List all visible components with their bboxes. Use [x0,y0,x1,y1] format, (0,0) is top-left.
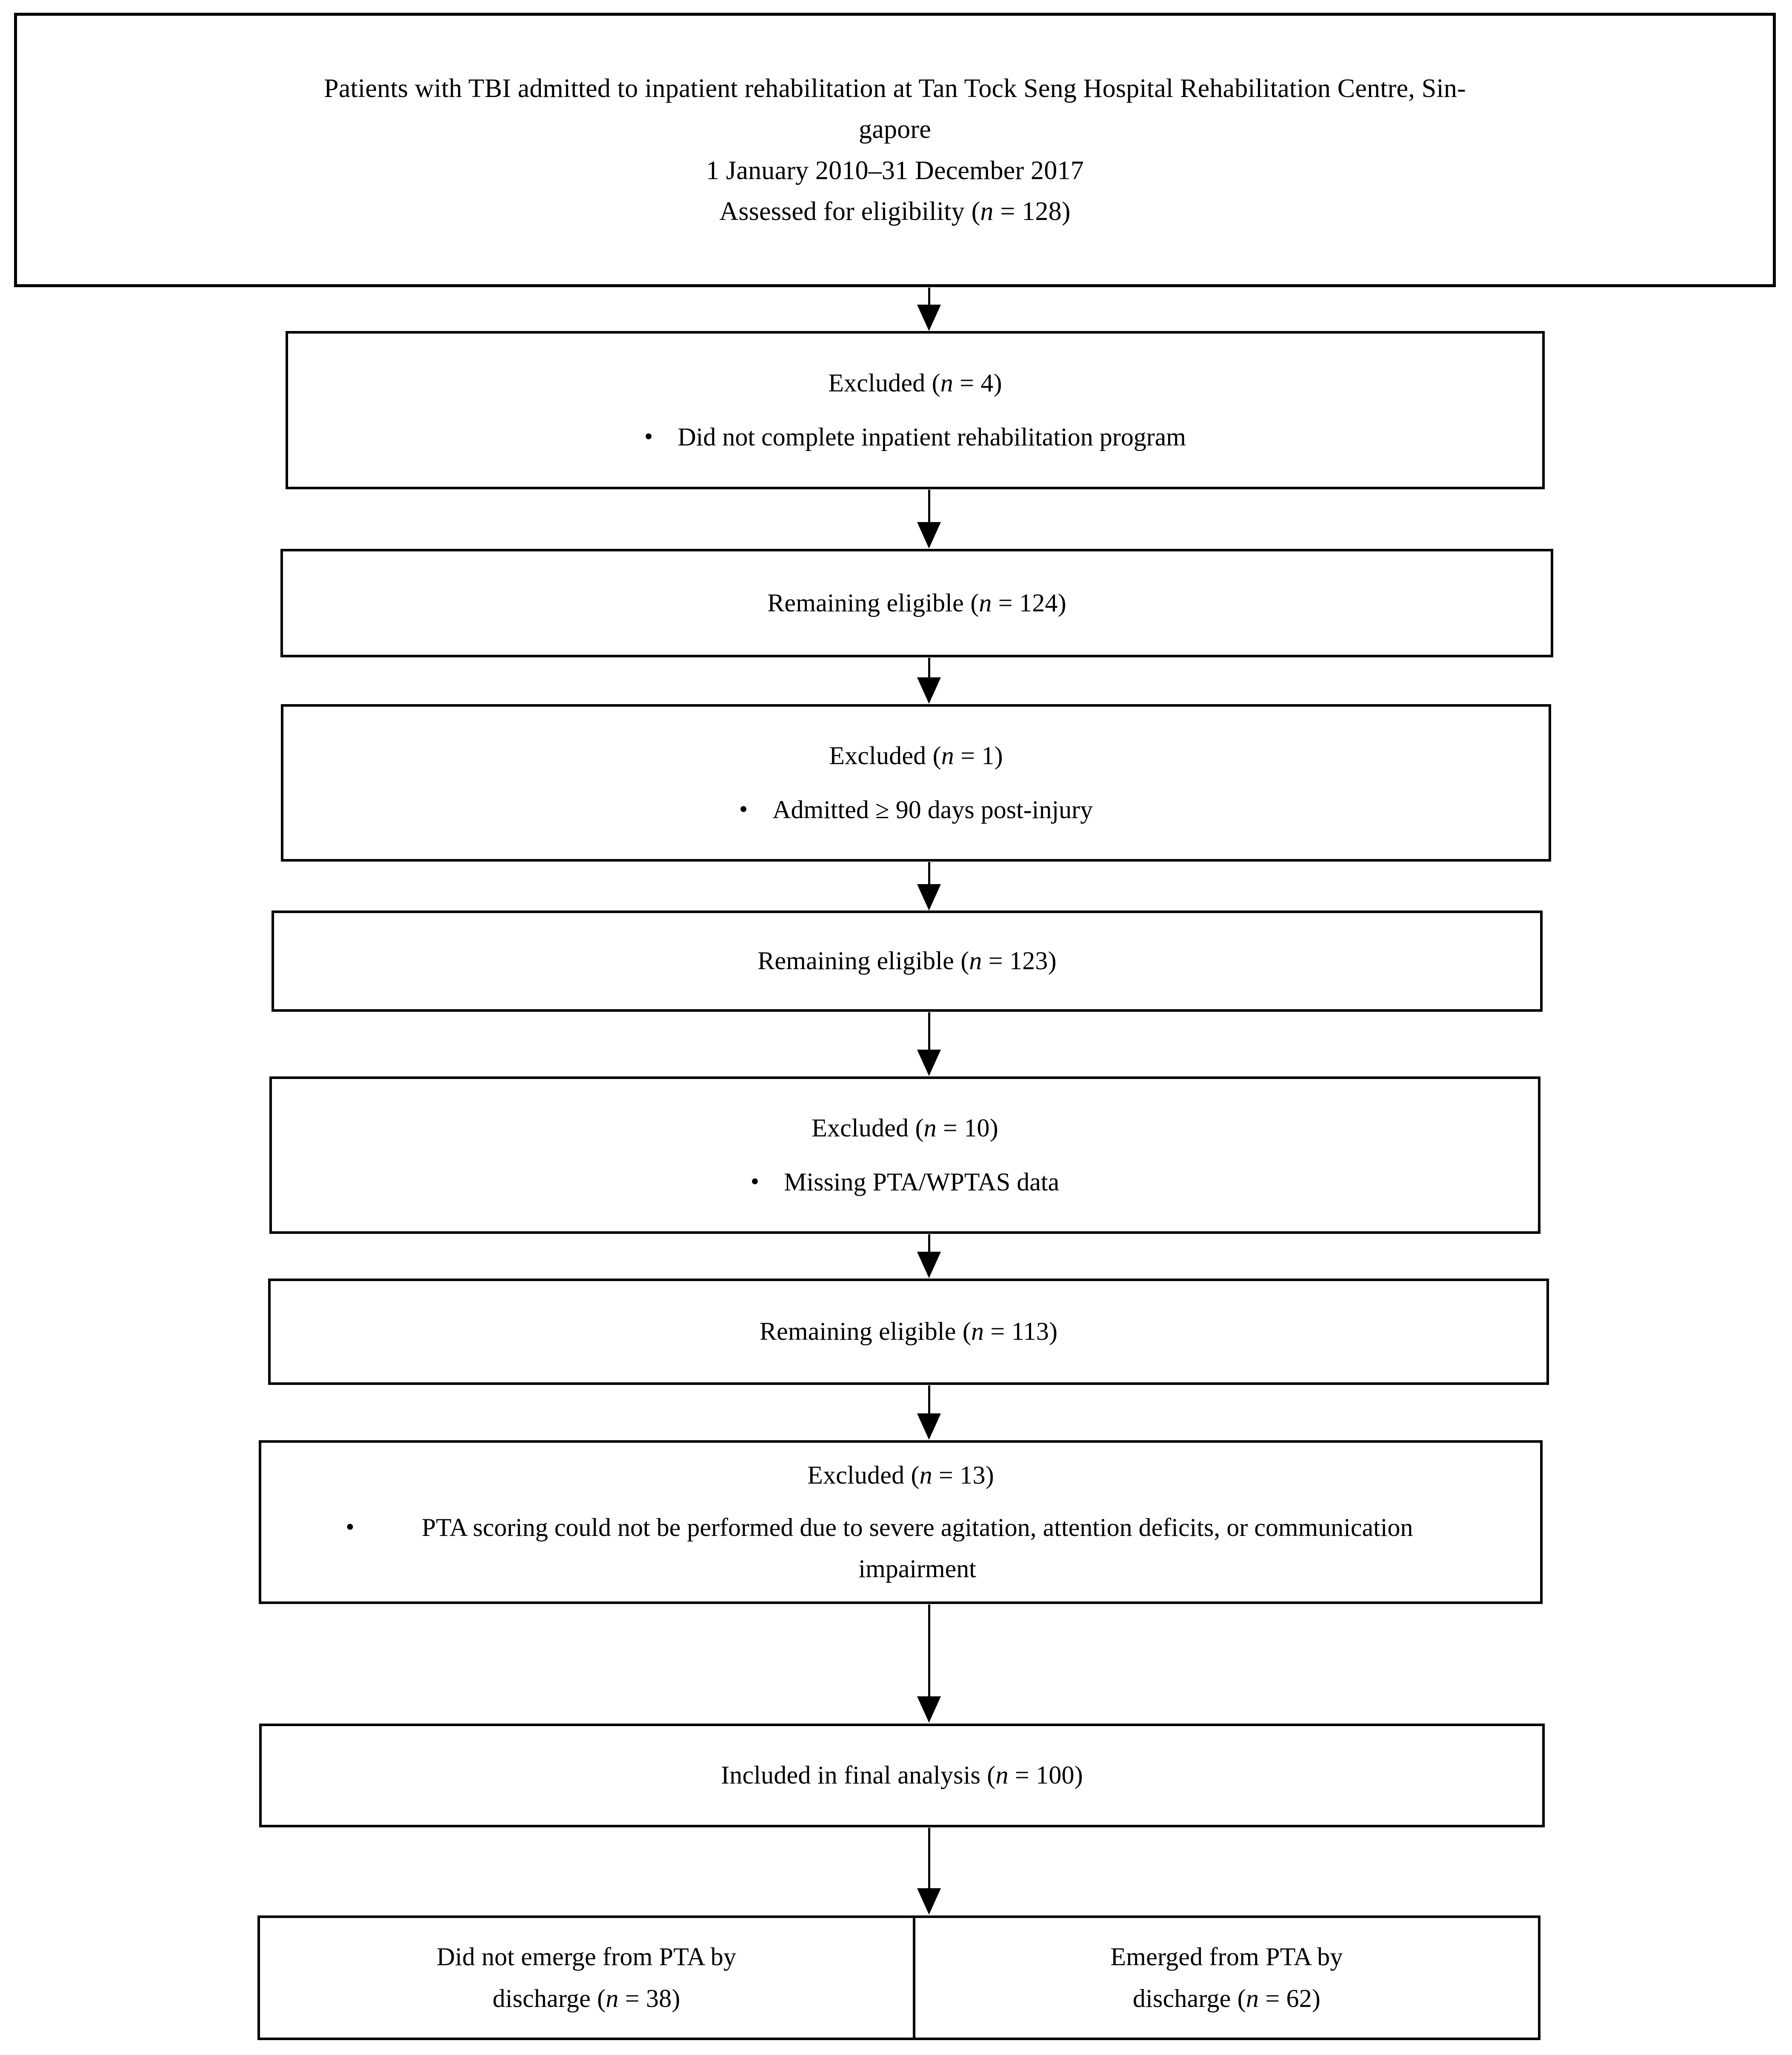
remaining-113-suffix: = 113) [984,1317,1058,1346]
remaining-123-suffix: = 123) [982,947,1057,975]
remaining-123-prefix: Remaining eligible ( [757,947,969,975]
emerged-prefix: discharge ( [1132,1984,1246,2012]
excluded-4-prefix: Excluded ( [807,1461,920,1489]
node-excluded-late-admission: Excluded (n = 1) • Admitted ≥ 90 days po… [281,704,1551,862]
excluded-1-heading: Excluded (n = 4) [288,362,1542,404]
excluded-2-bullet-text: Admitted ≥ 90 days post-injury [772,796,1093,824]
excluded-2-heading: Excluded (n = 1) [283,735,1549,776]
not-emerged-suffix: = 38) [618,1984,680,2012]
bullet-point-icon: • [750,1167,760,1195]
remaining-124-text: Remaining eligible (n = 124) [283,582,1551,624]
excluded-1-suffix: = 4) [953,368,1002,397]
remaining-113-text: Remaining eligible (n = 113) [271,1311,1546,1352]
excluded-4-suffix: = 13) [932,1461,994,1489]
remaining-124-n-symbol: n [979,588,992,617]
emerged-n-symbol: n [1246,1984,1259,2012]
node-excluded-missing-pta-data: Excluded (n = 10) • Missing PTA/WPTAS da… [269,1076,1540,1234]
excluded-3-bullet-text: Missing PTA/WPTAS data [784,1168,1060,1196]
excluded-4-n-symbol: n [919,1461,932,1489]
bullet-point-icon: • [346,1513,354,1541]
node-included-final-analysis: Included in final analysis (n = 100) [259,1724,1545,1827]
excluded-1-prefix: Excluded ( [828,368,940,397]
node-remaining-eligible-124: Remaining eligible (n = 124) [280,549,1553,657]
outcome-cell-emerged: Emerged from PTA by discharge (n = 62) [915,1918,1538,2038]
excluded-3-heading: Excluded (n = 10) [272,1107,1538,1149]
included-n-symbol: n [995,1761,1009,1790]
screening-line-3: 1 January 2010–31 December 2017 [706,156,1084,185]
bullet-point-icon: • [739,795,748,823]
screening-assessed-suffix: = 128) [993,197,1071,226]
excluded-3-suffix: = 10) [936,1113,998,1142]
outcome-cell-did-not-emerge: Did not emerge from PTA by discharge (n … [260,1918,915,2038]
screening-assessed-prefix: Assessed for eligibility ( [719,197,980,226]
not-emerged-line-2: discharge (n = 38) [260,1978,913,2019]
node-excluded-incomplete-program: Excluded (n = 4) • Did not complete inpa… [286,331,1545,489]
included-suffix: = 100) [1008,1761,1083,1790]
node-remaining-eligible-113: Remaining eligible (n = 113) [268,1279,1549,1385]
bullet-point-icon: • [644,422,653,450]
remaining-113-n-symbol: n [971,1317,984,1346]
emerged-line-2: discharge (n = 62) [915,1978,1538,2019]
remaining-123-n-symbol: n [969,947,982,975]
emerged-line-1: Emerged from PTA by [1110,1943,1343,1971]
excluded-3-prefix: Excluded ( [812,1113,924,1142]
screening-line-2: gapore [859,115,931,144]
node-remaining-eligible-123: Remaining eligible (n = 123) [272,910,1543,1012]
remaining-123-text: Remaining eligible (n = 123) [274,940,1540,982]
screening-line-4: Assessed for eligibility (n = 128) [17,191,1773,232]
excluded-3-n-symbol: n [923,1113,937,1142]
screening-line-1: Patients with TBI admitted to inpatient … [324,74,1466,103]
included-prefix: Included in final analysis ( [721,1761,996,1790]
not-emerged-prefix: discharge ( [492,1984,606,2012]
excluded-2-n-symbol: n [941,741,954,770]
emerged-suffix: = 62) [1259,1984,1321,2012]
not-emerged-n-symbol: n [606,1984,619,2012]
excluded-1-n-symbol: n [940,368,953,397]
not-emerged-line-1: Did not emerge from PTA by [436,1943,737,1971]
excluded-4-bullet-text: PTA scoring could not be performed due t… [421,1513,1413,1583]
excluded-1-bullet-text: Did not complete inpatient rehabilitatio… [677,423,1186,451]
screening-n-symbol: n [980,197,994,226]
excluded-2-suffix: = 1) [954,741,1003,770]
node-pta-outcomes-split: Did not emerge from PTA by discharge (n … [257,1915,1540,2040]
node-excluded-unscoreable-pta: Excluded (n = 13) • PTA scoring could no… [259,1440,1543,1604]
remaining-113-prefix: Remaining eligible ( [759,1317,971,1346]
remaining-124-prefix: Remaining eligible ( [767,588,979,617]
excluded-4-bullet-row: • PTA scoring could not be performed due… [261,1507,1540,1590]
remaining-124-suffix: = 124) [992,588,1066,617]
excluded-1-bullet-row: • Did not complete inpatient rehabilitat… [288,417,1542,458]
excluded-3-bullet-row: • Missing PTA/WPTAS data [272,1162,1538,1203]
excluded-4-heading: Excluded (n = 13) [261,1455,1540,1496]
excluded-2-bullet-row: • Admitted ≥ 90 days post-injury [283,789,1549,831]
excluded-2-prefix: Excluded ( [829,741,941,770]
included-text: Included in final analysis (n = 100) [262,1755,1542,1796]
node-screening-box: Patients with TBI admitted to inpatient … [14,13,1776,287]
